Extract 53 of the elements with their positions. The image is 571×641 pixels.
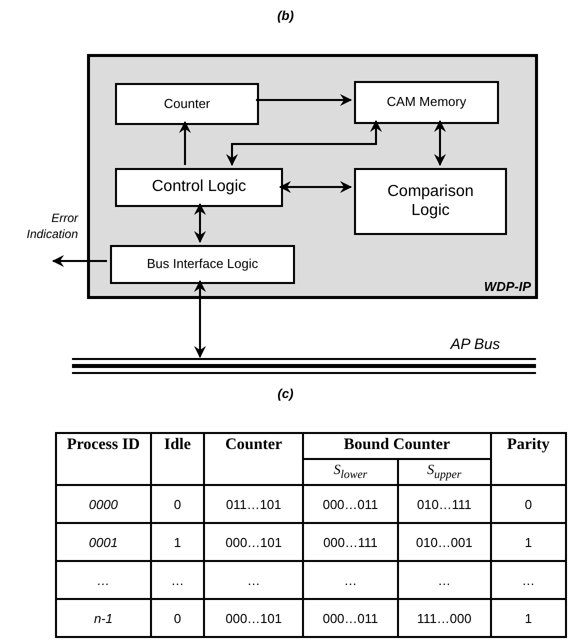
block-name: Comparison Logic xyxy=(386,183,475,220)
table-cell: 000…101 xyxy=(204,599,304,637)
table-cell: … xyxy=(490,561,566,599)
arrow xyxy=(256,94,352,106)
table-cell: 000…101 xyxy=(204,523,304,561)
arrow xyxy=(194,280,206,358)
table-cell: 000…111 xyxy=(303,523,398,561)
table-cell: 111…000 xyxy=(398,599,491,637)
table-cell: 1 xyxy=(150,523,204,561)
table-cell: n-1 xyxy=(56,599,151,637)
table-cell: 0 xyxy=(150,599,204,637)
table-cell: 0 xyxy=(490,485,566,523)
table-cell: 0 xyxy=(150,485,204,523)
block-name: CAM Memory xyxy=(386,95,468,110)
logic-block xyxy=(354,168,507,235)
table-cell: 1 xyxy=(490,599,566,637)
table-cell: 000…011 xyxy=(303,485,398,523)
column-header: Counter xyxy=(204,433,304,485)
column-subheader: S$_{lower}$ xyxy=(303,459,398,485)
column-header: Process ID xyxy=(56,433,151,485)
table-cell: 1 xyxy=(490,523,566,561)
logic-block xyxy=(115,83,259,125)
column-header: Idle xyxy=(150,433,204,485)
table-cell: 000…011 xyxy=(303,599,398,637)
table-cell: 010…001 xyxy=(398,523,491,561)
block-name: Counter xyxy=(162,96,212,112)
arrow xyxy=(194,203,206,243)
table-cell: 0001 xyxy=(56,523,151,561)
arrow xyxy=(434,120,446,166)
table-cell: 010…111 xyxy=(398,485,491,523)
module-box xyxy=(87,54,538,299)
panel-title: (b) xyxy=(276,8,295,23)
table-cell: … xyxy=(56,561,151,599)
logic-block xyxy=(110,245,295,284)
table-cell: … xyxy=(303,561,398,599)
table-cell: … xyxy=(398,561,491,599)
table-cell: 011…101 xyxy=(204,485,304,523)
arrow xyxy=(179,121,191,165)
arrow xyxy=(279,181,352,193)
logic-block xyxy=(115,168,283,207)
arrow xyxy=(52,255,107,267)
column-header: Parity xyxy=(490,433,566,485)
block-name: Control Logic xyxy=(150,178,248,197)
table-cell: 0000 xyxy=(56,485,151,523)
block-name: Bus Interface Logic xyxy=(146,257,260,272)
column-header: Bound Counter xyxy=(303,433,491,459)
bus-name: AP Bus xyxy=(450,336,500,353)
table-cell: … xyxy=(150,561,204,599)
table-cell: … xyxy=(204,561,304,599)
panel-title: (c) xyxy=(276,386,294,401)
arrow xyxy=(226,120,382,166)
logic-block xyxy=(354,81,499,124)
module-name: WDP-IP xyxy=(484,279,531,294)
